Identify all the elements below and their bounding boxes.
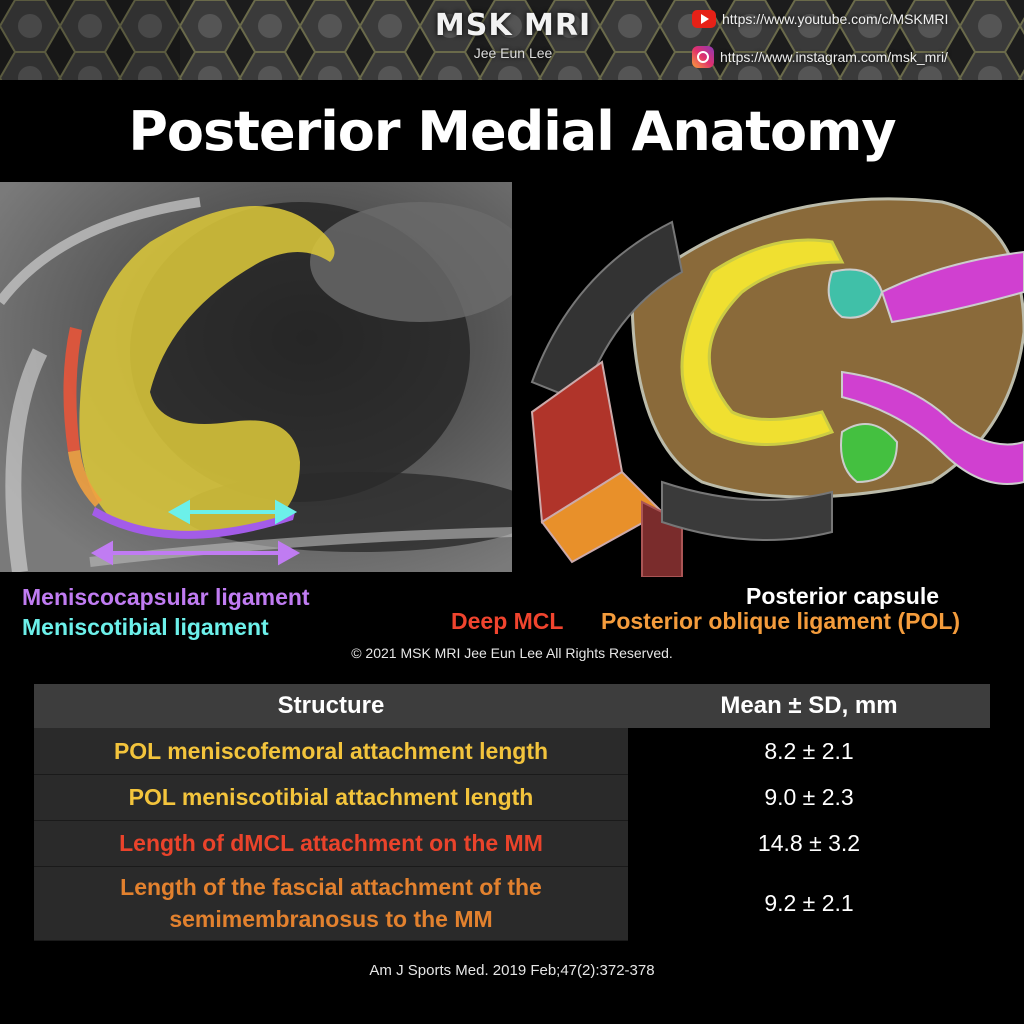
structure-cell: Length of the fascial attachment of the … [34,866,628,941]
anatomy-illustration [512,182,1024,577]
instagram-icon [692,46,714,68]
instagram-link[interactable]: https://www.instagram.com/msk_mri/ [692,46,948,68]
copyright-notice: © 2021 MSK MRI Jee Eun Lee All Rights Re… [351,645,673,661]
table-row: POL meniscotibial attachment length 9.0 … [34,774,990,821]
legend-meniscotibial-ligament: Meniscotibial ligament [22,614,269,640]
youtube-url: https://www.youtube.com/c/MSKMRI [722,11,949,27]
legend-meniscocapsular-ligament: Meniscocapsular ligament [22,584,310,610]
page-title: Posterior Medial Anatomy [128,100,896,163]
brand-title: MSK MRI [434,8,592,43]
table-row: Length of the fascial attachment of the … [34,866,990,941]
deep-mcl-overlay [63,327,82,452]
medial-meniscus-overlay [79,206,335,533]
structure-cell: POL meniscofemoral attachment length [34,728,628,775]
header-banner: MSK MRI Jee Eun Lee https://www.youtube.… [0,0,1024,80]
measurements-table: Structure Mean ± SD, mm POL meniscofemor… [34,684,990,941]
mri-image [0,182,512,572]
value-cell: 9.0 ± 2.3 [628,774,990,820]
pol-overlay [68,450,102,507]
hexagon-collage-background [0,0,1024,80]
meniscocapsular-arrow [90,540,301,566]
structure-cell: Length of dMCL attachment on the MM [34,820,628,867]
youtube-icon [692,10,716,28]
instagram-url: https://www.instagram.com/msk_mri/ [720,49,948,65]
structure-cell: POL meniscotibial attachment length [34,774,628,821]
youtube-link[interactable]: https://www.youtube.com/c/MSKMRI [692,10,948,28]
value-cell: 9.2 ± 2.1 [628,866,990,940]
citation: Am J Sports Med. 2019 Feb;47(2):372-378 [369,962,655,979]
column-header-mean-sd: Mean ± SD, mm [628,684,990,728]
meniscotibial-arrow [167,499,298,525]
legend-deep-mcl: Deep MCL [451,608,564,634]
table-row: Length of dMCL attachment on the MM 14.8… [34,820,990,867]
meniscocapsular-overlay [92,507,295,539]
legend-pol: Posterior oblique ligament (POL) [601,608,961,634]
legend-posterior-capsule: Posterior capsule [746,583,940,609]
brand: MSK MRI Jee Eun Lee [398,8,628,61]
column-header-structure: Structure [34,684,628,728]
value-cell: 8.2 ± 2.1 [628,728,990,774]
table-row: POL meniscofemoral attachment length 8.2… [34,728,990,775]
table-header-row: Structure Mean ± SD, mm [34,684,990,728]
brand-subtitle: Jee Eun Lee [473,45,553,61]
value-cell: 14.8 ± 3.2 [628,820,990,866]
